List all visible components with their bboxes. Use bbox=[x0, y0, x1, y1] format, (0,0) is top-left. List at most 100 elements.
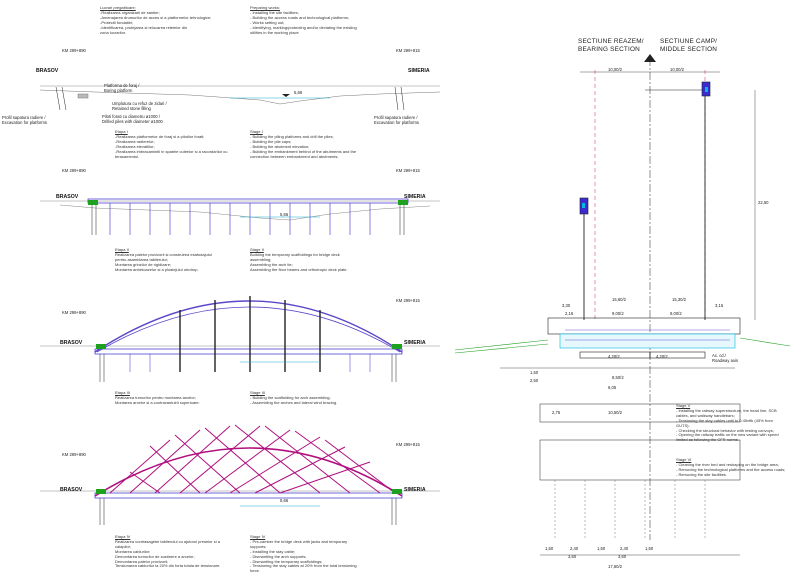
city-left: BRASOV bbox=[56, 194, 79, 200]
preparing-en-line: - Works setting out; bbox=[250, 19, 285, 25]
preparing-en-line: utilities in the working place bbox=[250, 29, 299, 35]
water-level: 5,66 bbox=[280, 498, 289, 503]
preparing-ro-line: zona lucrarilor. bbox=[100, 29, 127, 35]
callout: Excavation for platforms bbox=[374, 120, 419, 125]
preparing-ro-title: Lucrari pregatitoare: bbox=[100, 5, 136, 10]
callout: Profil sapatura radiere / bbox=[374, 115, 418, 120]
stage-4-en-line: - Dismantling the arch supports; bbox=[250, 553, 307, 559]
stage-1-ro-title: Etapa I bbox=[115, 129, 128, 134]
callout: Excavation for platforms bbox=[2, 120, 47, 125]
stage-5-title: Stage V bbox=[676, 403, 691, 408]
axis-label: Roadway axis bbox=[712, 358, 739, 363]
water-level: 5,66 bbox=[280, 212, 289, 217]
stage-1-en-line: - Building the piling platforms and dril… bbox=[250, 133, 334, 139]
dim: 3,60 bbox=[568, 554, 577, 559]
section-header-right: SECTIUNE CAMP/ bbox=[660, 38, 718, 45]
stage-5-line: cables, and walkway handlebars; bbox=[676, 412, 735, 418]
stage-1-en-title: Stage I bbox=[250, 129, 263, 134]
preparing-works-en: Preparing works: - Installing the site f… bbox=[250, 5, 357, 35]
stage-2-en-line: Assembling the floor beams and orthotrop… bbox=[250, 266, 348, 272]
stage-4-ro-line: Realizarea contrasagetei tablierului cu … bbox=[115, 538, 220, 544]
stage-4-en-line: supports; bbox=[250, 543, 267, 549]
km-left: KM 299+890 bbox=[62, 310, 86, 315]
stage-5: Stage V - Installing the railway superst… bbox=[676, 403, 779, 443]
section-header-left-2: BEARING SECTION bbox=[578, 46, 640, 53]
city-right: SIMERIA bbox=[404, 487, 426, 493]
stage-5-line: GUTS); bbox=[676, 422, 690, 428]
stage-6-title: Stage VI bbox=[676, 457, 692, 462]
dim: 2,75 bbox=[552, 410, 561, 415]
dim: 4,20/2 bbox=[608, 354, 620, 359]
stage-5-line: - Opening the railway traffic on the new… bbox=[676, 432, 779, 438]
stage-2-en-title: Stage II bbox=[250, 247, 264, 252]
dim: 2,16 bbox=[565, 311, 574, 316]
dim-side: 2,50 bbox=[530, 378, 539, 383]
stage-1-ro-line: -Realizarea platformelor de foraj si a p… bbox=[115, 133, 205, 139]
section-header-right-2: MIDDLE SECTION bbox=[660, 46, 718, 53]
city-right: SIMERIA bbox=[404, 340, 426, 346]
stage-4-ro: Etapa IV Realizarea contrasagetei tablie… bbox=[115, 534, 220, 569]
callout: Drilled piles with diameter ø1000 bbox=[102, 119, 163, 124]
stage-4-en-line: - Installing the stay cable; bbox=[250, 548, 296, 554]
callout: Boring platform bbox=[104, 88, 133, 93]
profile-stage-4-cables bbox=[40, 424, 440, 525]
stage-3-en: Stage III - Building the scaffolding for… bbox=[250, 390, 337, 406]
city-left: BRASOV bbox=[36, 68, 59, 74]
profile-stage-3-arch bbox=[40, 296, 440, 382]
city-left: BRASOV bbox=[60, 487, 83, 493]
stage-6: Stage VI - Cleaning the river bed and re… bbox=[676, 457, 785, 478]
axis-label: Ax. cd./ bbox=[712, 353, 726, 358]
stage-2-en: Stage II Building the temporary scaffold… bbox=[250, 247, 348, 273]
callout: Piloti forati cu diametru ø1000 / bbox=[102, 114, 160, 119]
preparing-en-line: - Identifying, marking/protecting and/or… bbox=[250, 24, 357, 30]
callout: Umplutura cu refuz de zidari / bbox=[112, 101, 167, 106]
stage-4-en-title: Stage IV bbox=[250, 534, 266, 539]
stage-2-ro: Etapa II Realizarea palelor provizorii s… bbox=[115, 247, 212, 273]
stage-2-ro-title: Etapa II bbox=[115, 247, 129, 252]
section-header-left: SECTIUNE REAZEM/ bbox=[578, 38, 644, 45]
stage-4-ro-line: calapilor; bbox=[115, 543, 132, 549]
stage-1-en-line: - Building the abutment elevation; bbox=[250, 143, 310, 149]
stage-3-en-line: - Building the scaffolding for arch asse… bbox=[250, 394, 331, 400]
preparing-en-line: - Building the access roads and technolo… bbox=[250, 14, 349, 20]
preparing-ro-line: -Identificarea, protejarea si relocarea … bbox=[100, 24, 188, 30]
stage-3-en-title: Stage III bbox=[250, 390, 265, 395]
dim: 10,00/2 bbox=[670, 67, 684, 72]
stage-1-ro: Etapa I -Realizarea platformelor de fora… bbox=[115, 129, 228, 159]
dim: 3,60 bbox=[618, 554, 627, 559]
dim-height: 22,50 bbox=[758, 200, 769, 205]
preparing-ro-line: -Realizarea organizarii de santier; bbox=[100, 9, 160, 15]
dim: 17,60/2 bbox=[608, 564, 622, 569]
stage-5-line: - Installing the railway superstructure,… bbox=[676, 407, 777, 413]
stage-4-en-line: - Dismantling the temporary scaffoldings… bbox=[250, 558, 323, 564]
stage-1-ro-line: -Realizarea elevatiilor; bbox=[115, 143, 155, 149]
stage-2-ro-line: Realizarea palelor provizorii si constru… bbox=[115, 251, 212, 257]
preparing-works-ro: Lucrari pregatitoare: -Realizarea organi… bbox=[100, 5, 212, 35]
dim: 9,00/2 bbox=[612, 311, 624, 316]
cross-section bbox=[454, 54, 791, 556]
stage-1-en-line: connection between embankment and abutme… bbox=[250, 153, 339, 159]
preparing-ro-line: -Amenajarea drumurilor de acces si a pla… bbox=[100, 14, 212, 20]
stage-4-en-line: - Tensioning the stay cables at 20% from… bbox=[250, 563, 357, 569]
dim: 2,40 bbox=[570, 546, 579, 551]
stage-1-ro-line: terasamentul. bbox=[115, 153, 140, 159]
stage-2-en-line: Assembling the arch tie; bbox=[250, 261, 293, 267]
callout: Profil sapatura radiere / bbox=[2, 115, 46, 120]
preparing-en-line: - Installing the site facilities; bbox=[250, 9, 299, 15]
stage-4-ro-line: Montarea cablurilor; bbox=[115, 548, 151, 554]
stage-2-ro-line: Montarea antretoazelor si a ploaiejului … bbox=[115, 266, 199, 272]
stage-2-en-line: assembling; bbox=[250, 256, 272, 262]
stage-1-ro-line: -Realizarea radierelor; bbox=[115, 138, 155, 144]
dim: 2,40 bbox=[620, 546, 629, 551]
stage-1-en-line: - Building the pile caps; bbox=[250, 138, 292, 144]
stage-5-line: limited as following the CFR norms. bbox=[676, 437, 739, 443]
km-left: KM 299+890 bbox=[62, 48, 86, 53]
city-right: SIMERIA bbox=[404, 194, 426, 200]
stage-4-ro-title: Etapa IV bbox=[115, 534, 131, 539]
stage-2-ro-line: Montarea grinzilor de rigidizare; bbox=[115, 261, 172, 267]
callout: Platforma de foraj / bbox=[104, 83, 140, 88]
dim: 4,20/2 bbox=[656, 354, 668, 359]
stage-3-ro: Etapa III Realizarea turnurilor pentru m… bbox=[115, 390, 200, 406]
dim: 10,00/2 bbox=[608, 67, 622, 72]
